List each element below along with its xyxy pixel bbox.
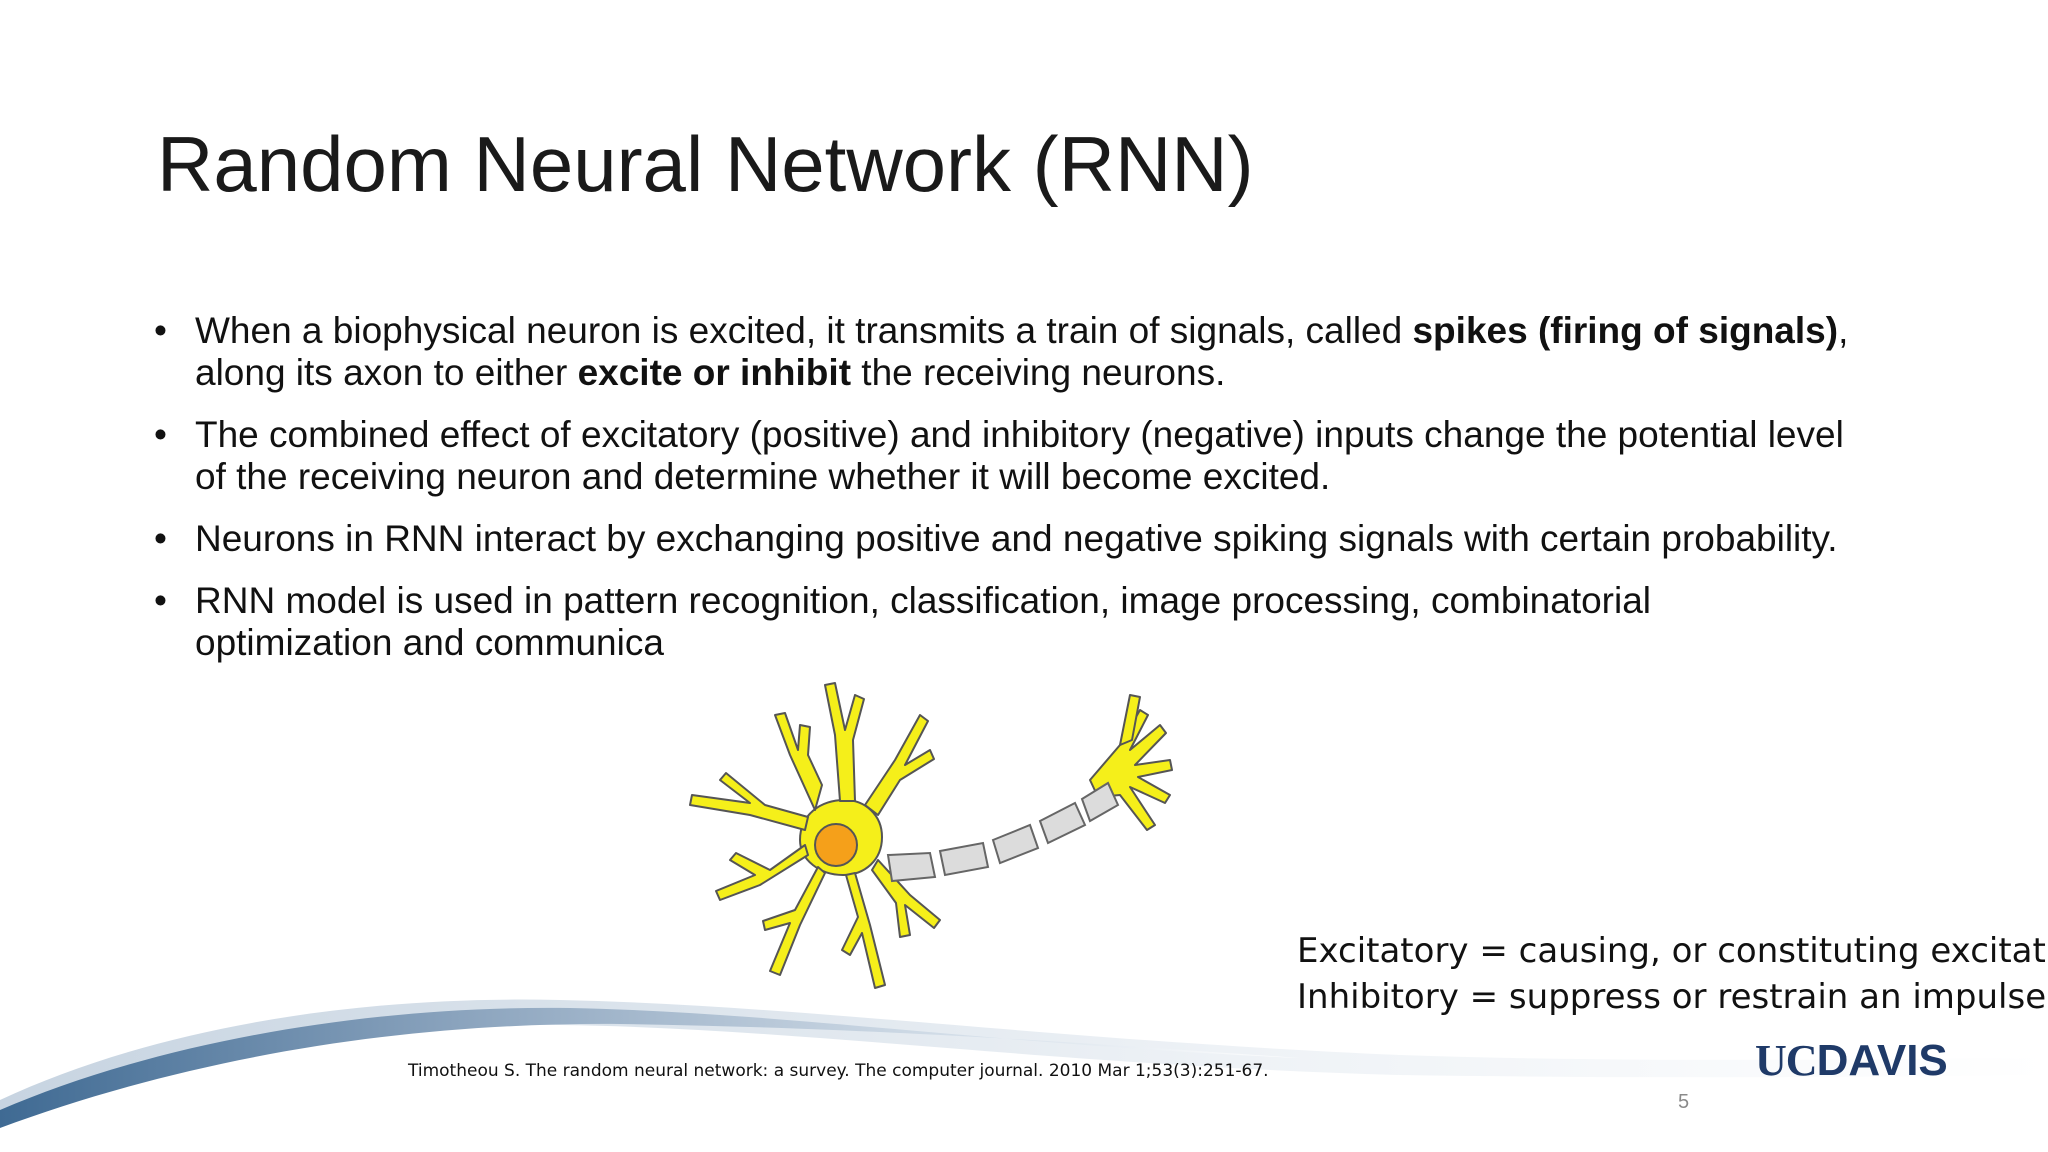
bullet-list: • When a biophysical neuron is excited, … [152,310,1852,684]
decorative-swoosh [0,999,2048,1128]
definitions-box: Excitatory = causing, or constituting ex… [1297,928,2048,1020]
bullet-text: , along its axon to either [195,310,1849,393]
inhibitory-definition: Inhibitory = suppress or restrain an imp… [1297,977,2047,1017]
bullet-marker: • [154,580,167,621]
slide-title: Random Neural Network (RNN) [157,120,1254,208]
logo-uc: UC [1755,1036,1818,1085]
neuron-illustration [689,682,1173,989]
bullet-item: • Neurons in RNN interact by exchanging … [152,518,1852,560]
bullet-marker: • [154,310,167,351]
bullet-text: the receiving neurons. [851,352,1226,393]
bullet-item: • When a biophysical neuron is excited, … [152,310,1852,394]
bullet-text: When a biophysical neuron is excited, it… [195,310,1413,351]
bullet-text: Neurons in RNN interact by exchanging po… [195,518,1838,559]
citation: Timotheou S. The random neural network: … [408,1061,1269,1081]
bullet-bold-text: excite or inhibit [577,352,852,393]
bullet-bold-text: spikes (firing of signals) [1412,310,1839,351]
bullet-text: RNN model is used in pattern recognition… [195,580,1652,663]
bullet-item: • RNN model is used in pattern recogniti… [152,580,1852,664]
ucdavis-logo: UCDAVIS [1755,1035,1948,1086]
bullet-text: The combined effect of excitatory (posit… [195,414,1844,497]
excitatory-definition: Excitatory = causing, or constituting ex… [1297,931,2048,971]
bullet-item: • The combined effect of excitatory (pos… [152,414,1852,498]
bullet-marker: • [154,518,167,559]
page-number: 5 [1678,1091,1690,1113]
logo-davis: DAVIS [1816,1036,1948,1085]
bullet-marker: • [154,414,167,455]
